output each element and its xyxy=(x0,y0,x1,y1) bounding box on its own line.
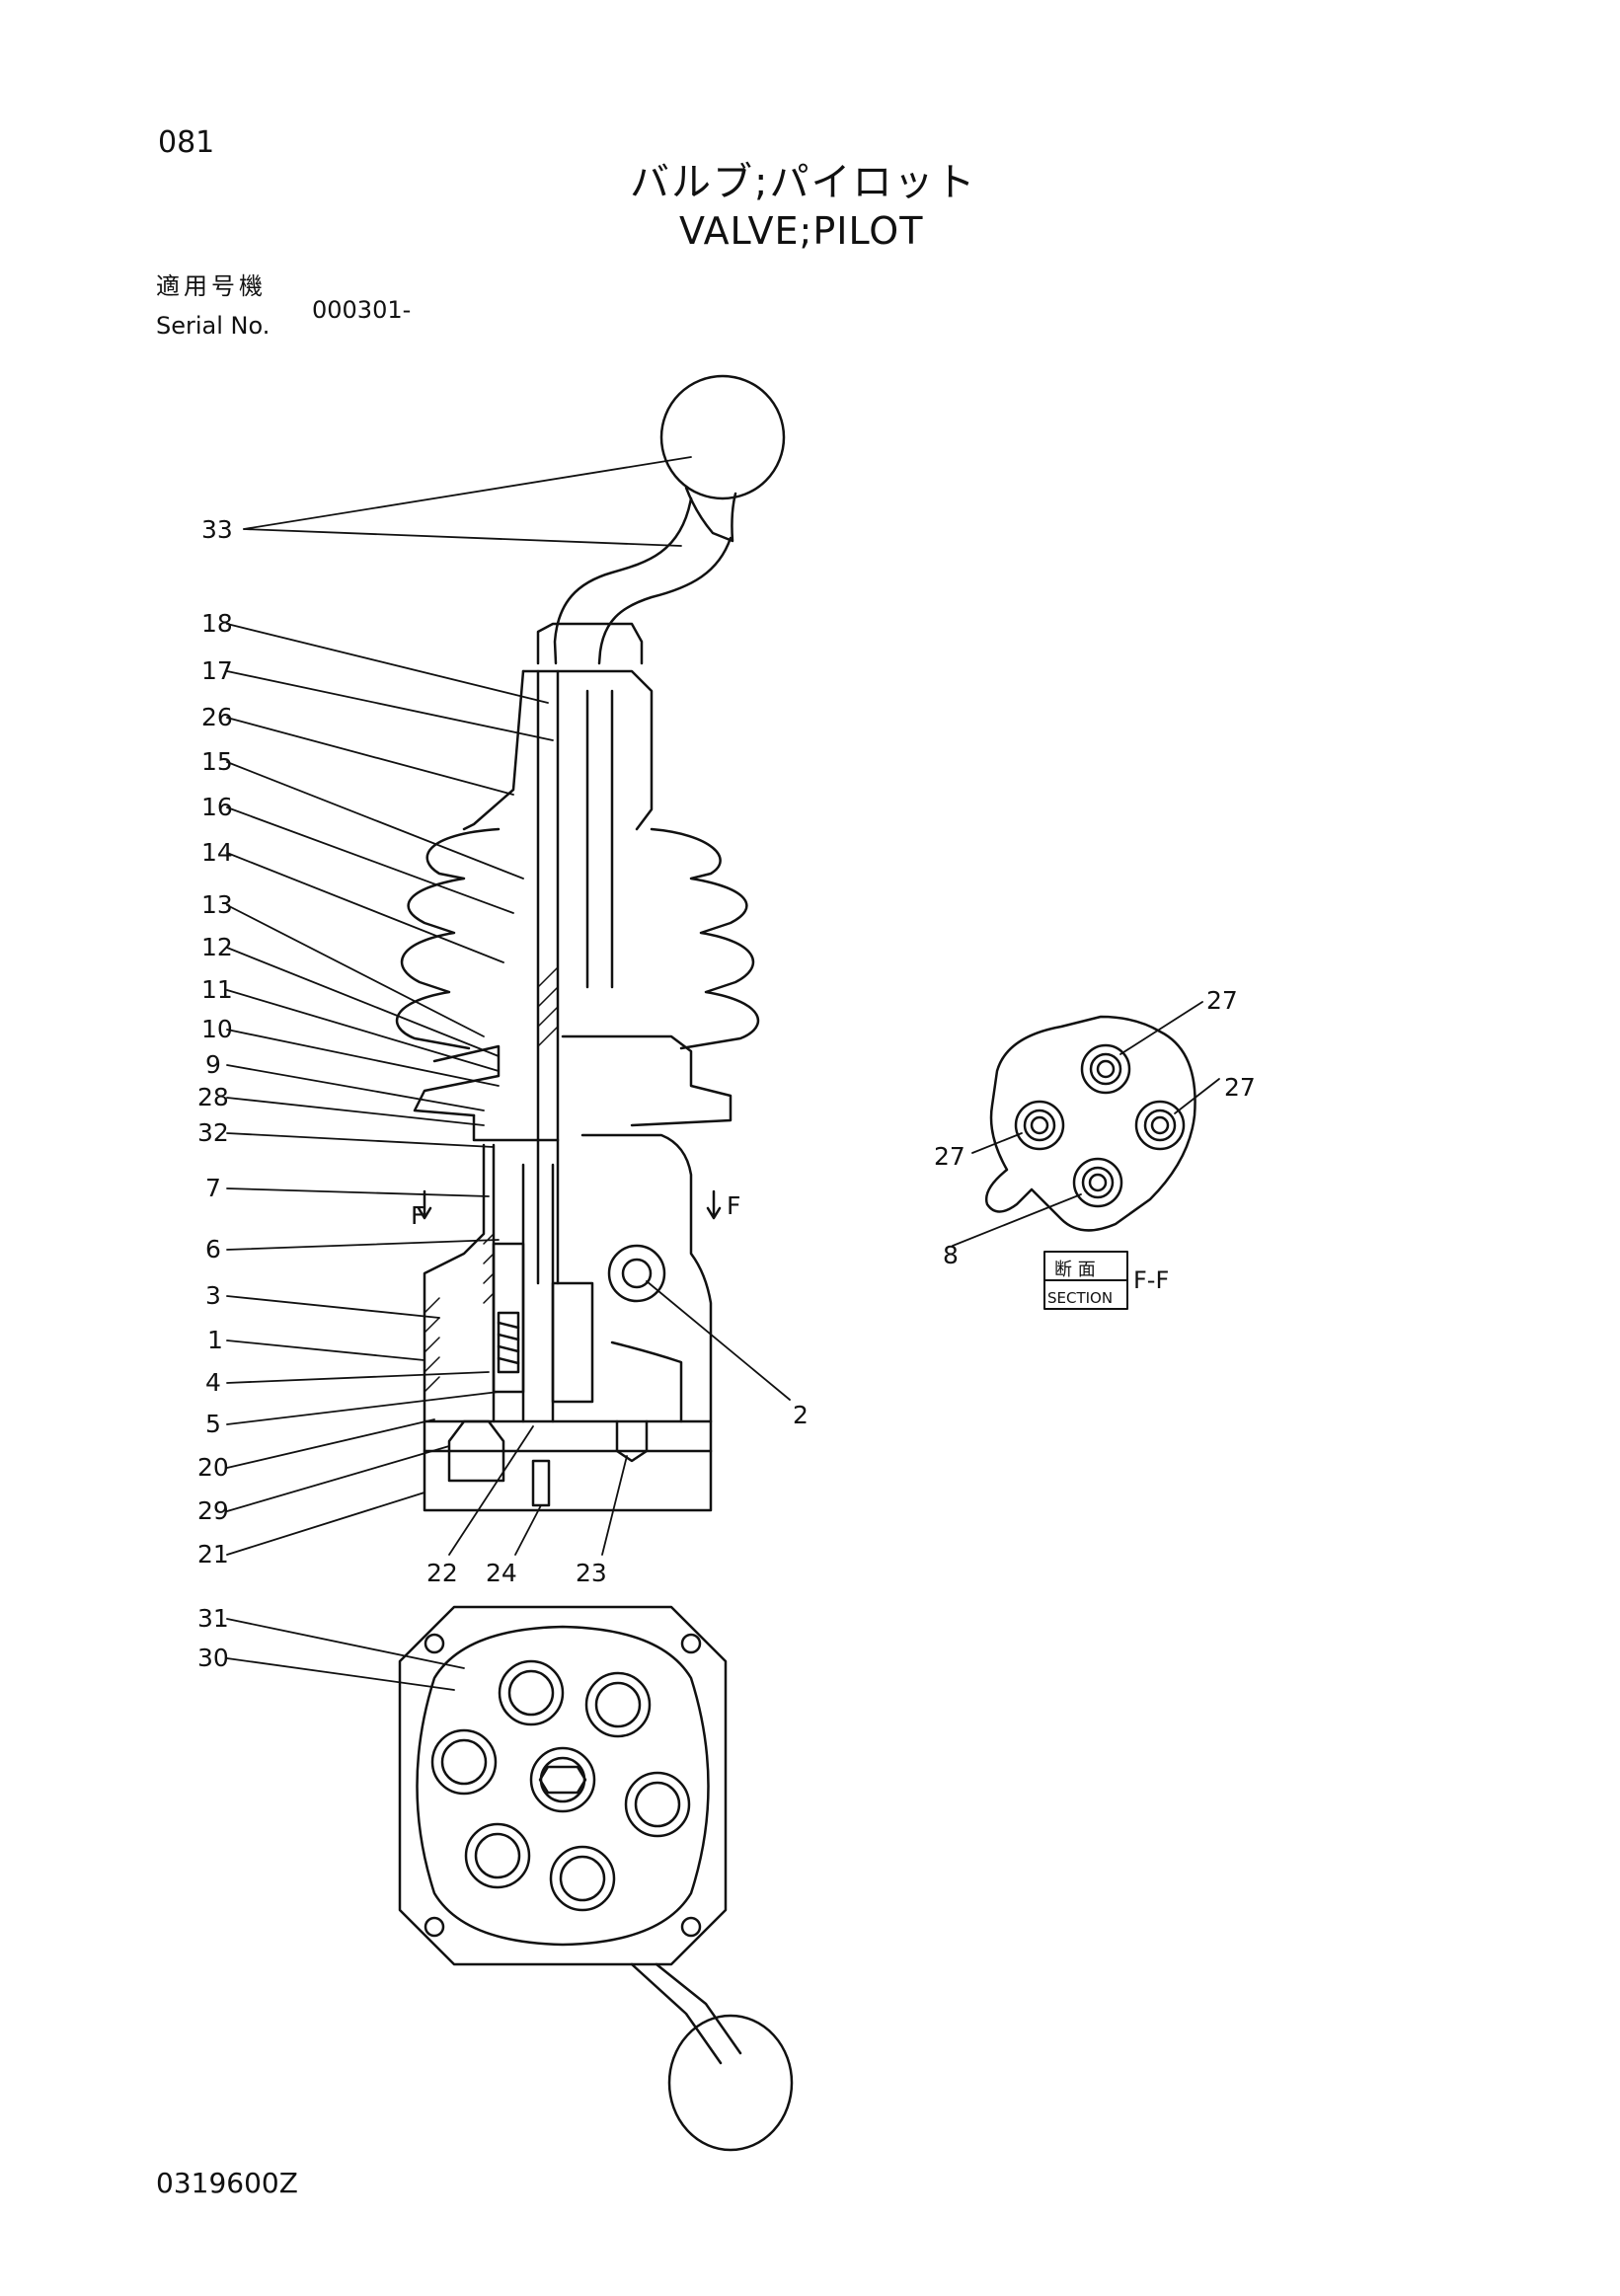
page-title: VALVE;PILOT xyxy=(679,209,924,253)
callout-23: 23 xyxy=(576,1559,607,1587)
serial-label-japanese: 適用号機 xyxy=(156,272,267,300)
callout-29: 29 xyxy=(197,1496,229,1525)
callout-17: 17 xyxy=(201,656,233,685)
knob-neck xyxy=(684,486,737,543)
section-mark-left: F xyxy=(411,1201,424,1230)
callout-27-right: 27 xyxy=(1224,1073,1256,1102)
callout-5: 5 xyxy=(205,1410,221,1438)
callout-18: 18 xyxy=(201,609,233,638)
section-label: 断 面 SECTION F-F xyxy=(1047,1260,1169,1307)
callout-26: 26 xyxy=(201,703,233,731)
callout-32: 32 xyxy=(197,1118,229,1147)
callout-15: 15 xyxy=(201,747,233,776)
callout-8: 8 xyxy=(943,1241,959,1269)
callout-2: 2 xyxy=(793,1401,809,1429)
callout-14: 14 xyxy=(201,838,233,867)
section-mark-right: F xyxy=(727,1191,740,1220)
callout-30: 30 xyxy=(197,1644,229,1672)
callout-labels: 33 18 17 26 15 16 14 13 12 11 10 9 28 32… xyxy=(197,515,1256,1672)
callout-31: 31 xyxy=(197,1604,229,1633)
callout-6: 6 xyxy=(205,1235,221,1263)
callout-21: 21 xyxy=(197,1540,229,1569)
section-label-jp: 断 面 xyxy=(1054,1260,1096,1280)
callout-27-left: 27 xyxy=(934,1142,965,1171)
callout-22: 22 xyxy=(426,1559,458,1587)
section-label-id: F-F xyxy=(1133,1266,1169,1294)
callout-24: 24 xyxy=(486,1559,517,1587)
callout-33: 33 xyxy=(201,515,233,544)
callout-11: 11 xyxy=(201,975,233,1004)
section-cut-arrows xyxy=(417,1189,722,1220)
lever-knob-drawing xyxy=(536,374,786,665)
bottom-ports xyxy=(430,1659,691,1912)
callout-9: 9 xyxy=(205,1050,221,1079)
page-number: 081 xyxy=(158,125,215,160)
serial-number-value: 000301- xyxy=(312,296,412,324)
callout-4: 4 xyxy=(205,1368,221,1397)
callout-7: 7 xyxy=(205,1174,221,1202)
callout-27-top: 27 xyxy=(1206,986,1238,1015)
serial-label: Serial No. xyxy=(156,312,270,340)
valve-body-section xyxy=(395,669,760,1512)
section-label-en: SECTION xyxy=(1047,1289,1113,1307)
bottom-view-drawing xyxy=(398,1605,794,2152)
callout-20: 20 xyxy=(197,1453,229,1482)
callout-10: 10 xyxy=(201,1015,233,1043)
section-ff-drawing xyxy=(984,1015,1196,1232)
callout-3: 3 xyxy=(205,1281,221,1310)
callout-12: 12 xyxy=(201,933,233,961)
callout-28: 28 xyxy=(197,1083,229,1111)
callout-16: 16 xyxy=(201,793,233,821)
callout-1: 1 xyxy=(207,1326,223,1354)
callout-13: 13 xyxy=(201,890,233,919)
document-code: 0319600Z xyxy=(156,2167,298,2199)
title-japanese: バルブ;パイロット xyxy=(630,160,977,205)
knob-ball xyxy=(659,374,786,500)
leader-lines xyxy=(226,456,1220,1691)
